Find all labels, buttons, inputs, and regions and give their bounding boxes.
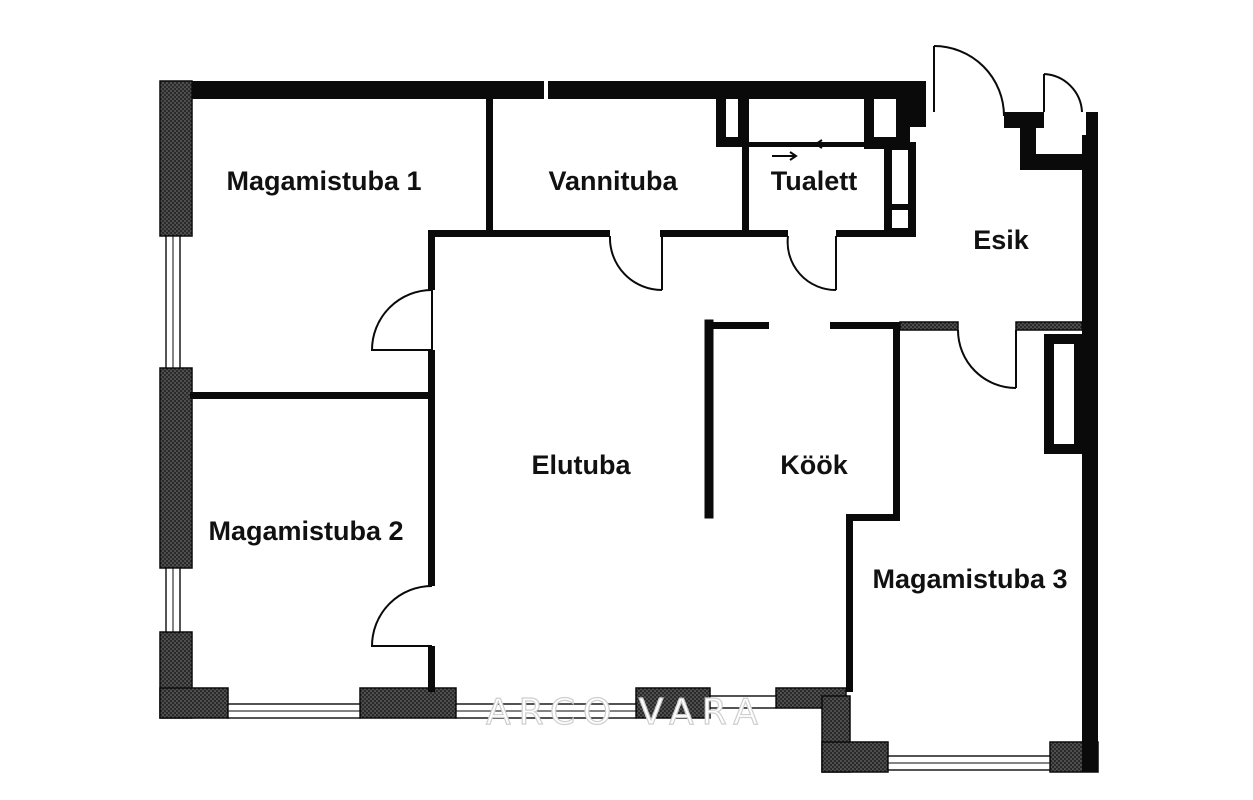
door-bathroom [608,235,663,291]
entry-jamb-left [910,81,926,127]
door-toilet [786,235,837,292]
label-kitchen: Köök [780,450,848,480]
door-entrance [933,45,1005,117]
door-bedroom2 [370,585,433,647]
kitchen-partition [704,319,714,519]
exterior-walls [159,80,1099,773]
label-hall: Esik [973,225,1030,255]
wall-kitchen-right [893,322,900,520]
bottom-wall-pillar [635,687,711,719]
wall-living-left-b [428,350,435,586]
bottom-wall-right-a [821,741,889,773]
door-bedroom3 [957,329,1017,389]
left-wall-middle [159,367,193,569]
bottom-wall-mid [359,687,457,719]
toilet-counter-line [746,142,870,147]
label-toilet: Tualett [771,166,858,196]
room-labels: Magamistuba 1 Vannituba Tualett Esik Elu… [208,166,1067,594]
bottom-wall-left [159,687,229,719]
hall-wall-a [899,321,959,331]
label-bathroom: Vannituba [548,166,678,196]
wall-bed3-step [846,514,900,521]
wall-bed1-bed2 [190,392,432,399]
right-wall [1082,135,1098,772]
label-bedroom2: Magamistuba 2 [208,516,403,546]
wall-living-left-c [428,646,435,692]
window-bottom-kitchen [709,695,777,709]
sliding-arrow-left [814,139,840,149]
wall-corridor-top-c [836,230,916,237]
label-living: Elutuba [532,450,632,480]
left-wall-upper [159,80,193,237]
sliding-arrow-right [772,151,798,161]
watermark: ARCO VARA [486,692,766,733]
doors [370,45,1083,647]
hall-wall-b [1015,321,1083,331]
door-entrance-secondary [1043,73,1083,113]
entry-jamb-foot [1020,154,1084,170]
right-wall-top [1086,112,1098,142]
label-bedroom3: Magamistuba 3 [872,564,1067,594]
wall-bed3-left [846,514,853,692]
wall-corridor-top-b [660,230,788,237]
kitchen-top-wall [830,322,900,329]
top-wall-right [548,81,926,99]
wall-corridor-top-a [428,230,610,237]
windows [165,235,1051,771]
door-bedroom1 [370,289,433,351]
kitchen-partition-top [707,322,769,329]
interior-walls [190,99,1083,692]
wall-living-left-a [428,230,435,290]
wall-bath-toilet [742,99,749,233]
wall-bed1-bath [486,99,493,233]
label-bedroom1: Magamistuba 1 [226,166,421,196]
top-wall [160,81,544,99]
